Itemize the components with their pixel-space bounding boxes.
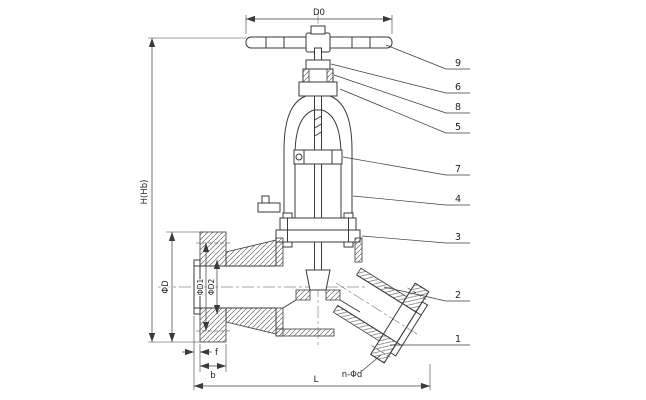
valve-body <box>275 237 363 337</box>
packing-gland <box>298 59 338 97</box>
callout-6: 6 <box>330 63 470 94</box>
label-bolt-holes: n-Φd <box>342 370 363 380</box>
callout-3: 3 <box>361 232 470 244</box>
callout-number: 9 <box>455 58 461 69</box>
callout-7: 7 <box>342 156 470 176</box>
label-length: L <box>314 375 319 385</box>
label-d0: D0 <box>313 8 325 18</box>
callout-number: 7 <box>455 164 461 175</box>
callout-number: 8 <box>455 102 461 113</box>
label-flange-od: ΦD <box>161 280 171 294</box>
callout-number: 2 <box>455 290 461 301</box>
dim-bolt-circle: ΦD1 <box>195 243 210 331</box>
dim-d0: D0 <box>245 8 393 34</box>
callout-9: 9 <box>385 44 470 70</box>
bonnet <box>257 195 361 248</box>
callout-1: 1 <box>390 334 470 346</box>
label-f: f <box>215 348 219 358</box>
dim-flange-od: ΦD <box>160 231 202 342</box>
callout-number: 4 <box>455 194 461 205</box>
label-bolt-circle: ΦD1 <box>196 279 205 296</box>
dim-raised-face: ΦD2 <box>206 260 221 314</box>
callout-2: 2 <box>383 286 470 302</box>
yoke <box>283 95 353 218</box>
outlet-flange <box>332 267 430 364</box>
handwheel <box>245 25 393 53</box>
label-height: H(Hb) <box>140 180 150 205</box>
label-b: b <box>210 371 215 381</box>
dim-bolt-holes: n-Φd <box>342 354 382 380</box>
dim-f: f <box>182 316 219 390</box>
callout-8: 8 <box>333 74 470 114</box>
callout-5: 5 <box>339 88 470 134</box>
dim-height: H(Hb) <box>140 37 246 343</box>
dim-b: b <box>199 344 227 381</box>
callout-4: 4 <box>352 194 470 206</box>
callout-number: 5 <box>455 122 461 133</box>
callout-number: 3 <box>455 232 461 243</box>
stem-clamp <box>293 149 343 165</box>
dim-length: L <box>194 364 431 390</box>
callout-number: 6 <box>455 82 461 93</box>
callout-number: 1 <box>455 334 461 345</box>
label-raised-face: ΦD2 <box>207 279 216 296</box>
